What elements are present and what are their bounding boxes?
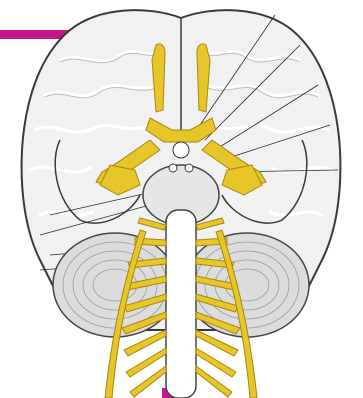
spinal-cord [166, 210, 196, 398]
